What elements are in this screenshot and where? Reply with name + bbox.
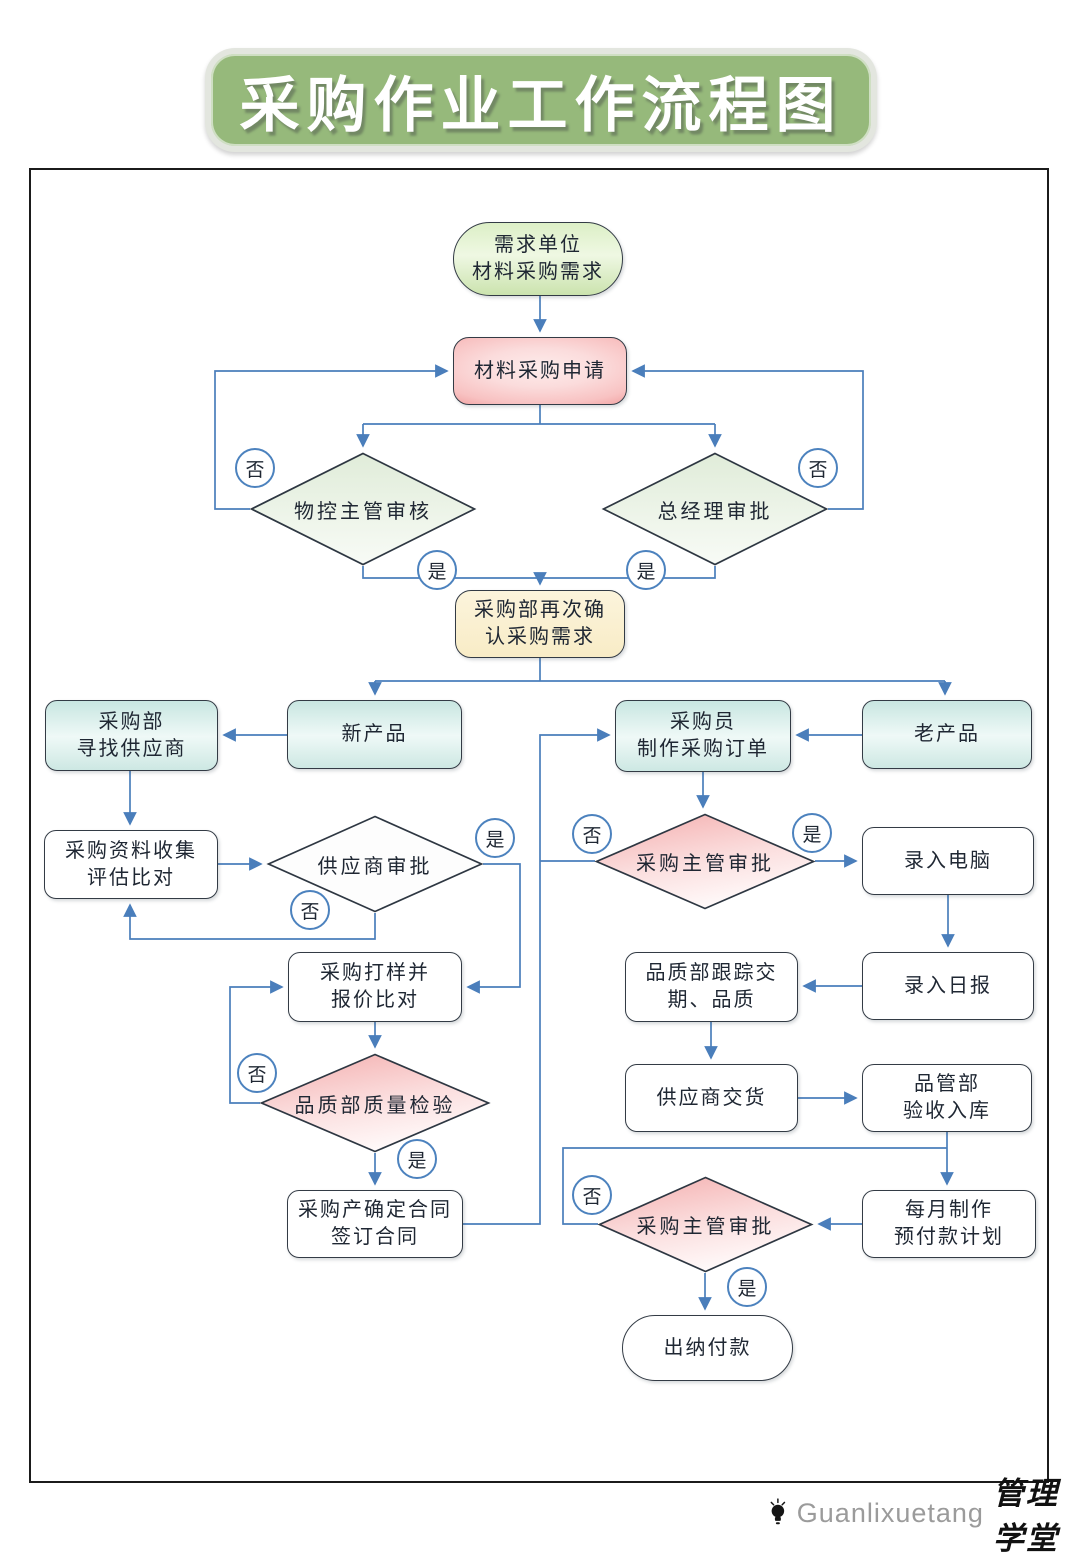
decision-label: 采购主管审批 (636, 1216, 775, 1238)
diamond-shape (266, 815, 484, 913)
decision-quality-check: 品质部质量检验 (259, 1053, 491, 1153)
node-sign-contract: 采购产确定合同 签订合同 (287, 1190, 463, 1258)
diamond-shape (601, 452, 829, 566)
node-old-product: 老产品 (862, 700, 1032, 769)
node-cashier-pay: 出纳付款 (622, 1315, 793, 1381)
decision-label: 总经理审批 (657, 500, 773, 523)
node-warehouse-in: 品管部 验收入库 (862, 1064, 1032, 1132)
diamond-shape (594, 813, 816, 910)
connector-contract-to-order (463, 728, 611, 1225)
node-make-order: 采购员 制作采购订单 (615, 700, 791, 772)
no-badge-pm-order: 否 (572, 814, 612, 854)
connector-yes-merge-right (540, 566, 716, 579)
decision-label: 物控主管审核 (294, 500, 432, 523)
yes-badge-supplier-approve: 是 (475, 818, 515, 858)
footer-brand: Guanlixuetang 管理学堂 (768, 1468, 1080, 1558)
decision-gm-approve: 总经理审批 (601, 452, 829, 566)
decision-label: 采购主管审批 (636, 853, 774, 875)
connector-no-loop-right (631, 364, 864, 510)
decision-pm-approve-payment: 采购主管审批 (597, 1176, 814, 1273)
no-badge-pm-payment: 否 (572, 1175, 612, 1215)
yes-badge-pm-payment: 是 (727, 1267, 767, 1307)
title-banner: 采购作业工作流程图 (205, 48, 877, 152)
node-supplier-deliver: 供应商交货 (625, 1064, 798, 1132)
node-collect-info: 采购资料收集 评估比对 (44, 830, 218, 899)
node-new-product: 新产品 (287, 700, 462, 769)
brand-latin-text: Guanlixuetang (796, 1497, 984, 1528)
decision-label: 供应商审批 (317, 855, 433, 878)
connector-yes-merge-left (362, 566, 540, 579)
page-title: 采购作业工作流程图 (239, 71, 843, 139)
node-material-apply: 材料采购申请 (453, 337, 627, 405)
yes-badge-quality-check: 是 (397, 1139, 437, 1179)
no-badge-gm: 否 (798, 448, 838, 488)
yes-badge-gm: 是 (626, 550, 666, 590)
node-confirm-demand: 采购部再次确 认采购需求 (455, 590, 625, 658)
title-banner-inner: 采购作业工作流程图 (211, 54, 871, 146)
node-find-supplier: 采购部 寻找供应商 (45, 700, 218, 771)
connector-no-loop-left (214, 364, 449, 510)
decision-label: 品质部质量检验 (294, 1094, 456, 1117)
decision-supplier-approve: 供应商审批 (266, 815, 484, 913)
connector-quality-no-loop (229, 980, 284, 1104)
yes-badge-material-control: 是 (417, 550, 457, 590)
diamond-shape (249, 452, 477, 566)
node-input-computer: 录入电脑 (862, 827, 1034, 895)
node-payment-plan: 每月制作 预付款计划 (862, 1190, 1036, 1258)
node-input-daily: 录入日报 (862, 952, 1034, 1020)
node-start: 需求单位 材料采购需求 (453, 222, 623, 296)
no-badge-supplier-approve: 否 (290, 890, 330, 930)
no-badge-quality-check: 否 (237, 1053, 277, 1093)
decision-pm-approve-order: 采购主管审批 (594, 813, 816, 910)
lightbulb-icon (770, 1498, 786, 1525)
node-sampling: 采购打样并 报价比对 (288, 952, 462, 1022)
connector-supplier-yes (466, 863, 521, 994)
connector-supplier-no-loop (123, 903, 376, 940)
no-badge-material-control: 否 (235, 448, 275, 488)
diamond-shape (259, 1053, 491, 1153)
node-track-quality: 品质部跟踪交 期、品质 (625, 952, 798, 1022)
yes-badge-pm-order: 是 (792, 813, 832, 853)
connector-pm2-no-loop (562, 1147, 947, 1225)
decision-material-control-review: 物控主管审核 (249, 452, 477, 566)
brand-cn-text: 管理学堂 (992, 1476, 1059, 1557)
diamond-shape (597, 1176, 814, 1273)
